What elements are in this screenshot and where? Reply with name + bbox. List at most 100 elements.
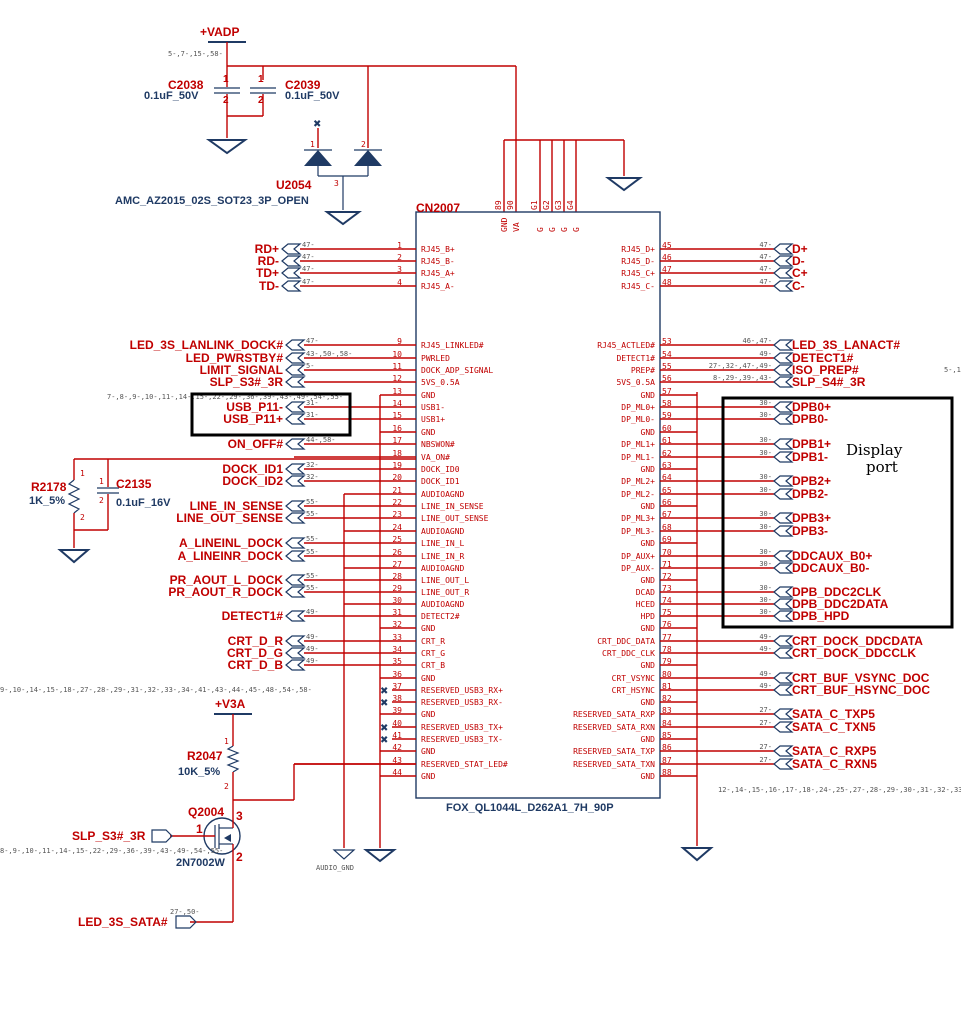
pin-name: LINE_IN_L (421, 539, 465, 548)
connector-cn2007: CN2007 FOX_QL1044L_D262A1_7H_90P (415, 201, 661, 814)
pin-number: 70 (662, 548, 672, 557)
q2004-value: 2N7002W (176, 857, 226, 869)
net-xref: 49- (759, 350, 772, 358)
net-label: CRT_BUF_HSYNC_DOC (792, 683, 930, 697)
led-sata-net: LED_3S_SATA# 27-,50- (78, 908, 233, 929)
net-port (281, 280, 302, 292)
net-label: USB_P11+ (223, 412, 283, 426)
pin-number: 14 (392, 399, 402, 408)
u2054-pin3: 3 (334, 179, 339, 188)
net-label: DETECT1# (792, 351, 854, 365)
pin-name: DCAD (636, 588, 655, 597)
pin-name: 5VS_0.5A (421, 378, 460, 387)
connector-top-pin-G4: G4G (566, 140, 581, 232)
pin-name: RESERVED_SATA_TXN (573, 760, 655, 769)
pin-number: 17 (392, 436, 402, 445)
net-port (773, 451, 794, 463)
net-port (285, 413, 306, 425)
net-label: DOCK_ID2 (222, 474, 283, 488)
net-xref: 46-,47- (742, 337, 772, 345)
net-label: DPB_DDC2CLK (792, 585, 882, 599)
net-port (281, 267, 302, 279)
resistor-r2047: R2047 10K_5% 1 2 (178, 737, 416, 801)
led-sata-xref: 27-,50- (170, 908, 200, 916)
capacitor-c2039: C2039 0.1uF_50V 1 2 (250, 74, 340, 116)
net-xref: 30- (759, 486, 772, 494)
net-port (773, 413, 794, 425)
vadp-supply: +VADP 5-,7-,15-,58- (168, 25, 517, 212)
net-xref: 49- (306, 608, 319, 616)
net-label: DPB0- (792, 412, 828, 426)
net-label: C- (792, 279, 805, 293)
pin-name: LINE_OUT_L (421, 576, 469, 585)
pin-number: 68 (662, 523, 672, 532)
net-label: DPB1- (792, 450, 828, 464)
net-label: D+ (792, 242, 808, 256)
net-label: LED_3S_LANACT# (792, 338, 900, 352)
pin-number: 89 (494, 200, 503, 210)
pin-number: 73 (662, 584, 672, 593)
pin-name: RJ45_LINKLED# (421, 341, 484, 350)
net-xref: 30- (759, 473, 772, 481)
pin-name: CRT_DDC_CLK (602, 649, 655, 658)
ground-buses: AUDIO_GND (316, 392, 714, 872)
net-port (773, 647, 794, 659)
v3a-supply: +V3A (214, 697, 252, 746)
audio-gnd-label: AUDIO_GND (316, 864, 354, 872)
slp-s3-xref: 7-,8-,9-,10-,11-,14-,15-,22-,29-,36-,39-… (107, 393, 343, 401)
r2047-pin2: 2 (224, 782, 229, 791)
net-port (285, 537, 306, 549)
net-port (773, 758, 794, 770)
pin-name: GND (421, 772, 436, 781)
net-label: RD- (258, 254, 279, 268)
pin-name: PREP# (631, 366, 655, 375)
net-port (773, 708, 794, 720)
capacitor-c2038: C2038 0.1uF_50V 1 2 (144, 66, 263, 138)
net-label: ON_OFF# (228, 437, 284, 451)
net-label: CRT_D_R (228, 634, 284, 648)
pin-name: HCED (636, 600, 655, 609)
net-port (773, 525, 794, 537)
pin-name: DOCK_ID0 (421, 465, 460, 474)
pin-name: RESERVED_USB3_TX- (421, 735, 503, 744)
pin-name: DP_ML2+ (621, 477, 655, 486)
net-xref: 27- (759, 743, 772, 751)
u2054-ref: U2054 (276, 178, 312, 192)
c2135-ref: C2135 (116, 477, 152, 491)
net-label: DPB2+ (792, 474, 831, 488)
net-label: SATA_C_RXN5 (792, 757, 877, 771)
pin-number: 3 (397, 265, 402, 274)
net-port (773, 243, 794, 255)
pin-name: GND (641, 539, 656, 548)
net-port (773, 598, 794, 610)
q2004-pin1: 1 (196, 822, 203, 836)
net-xref: 49- (306, 633, 319, 641)
pin-number: 90 (506, 200, 515, 210)
net-label: DETECT1# (222, 609, 284, 623)
net-xref: 55- (306, 535, 319, 543)
net-port (285, 401, 306, 413)
net-label: CRT_BUF_VSYNC_DOC (792, 671, 930, 685)
pin-name: HPD (641, 612, 656, 621)
net-label: DDCAUX_B0- (792, 561, 869, 575)
net-label: DPB_HPD (792, 609, 850, 623)
